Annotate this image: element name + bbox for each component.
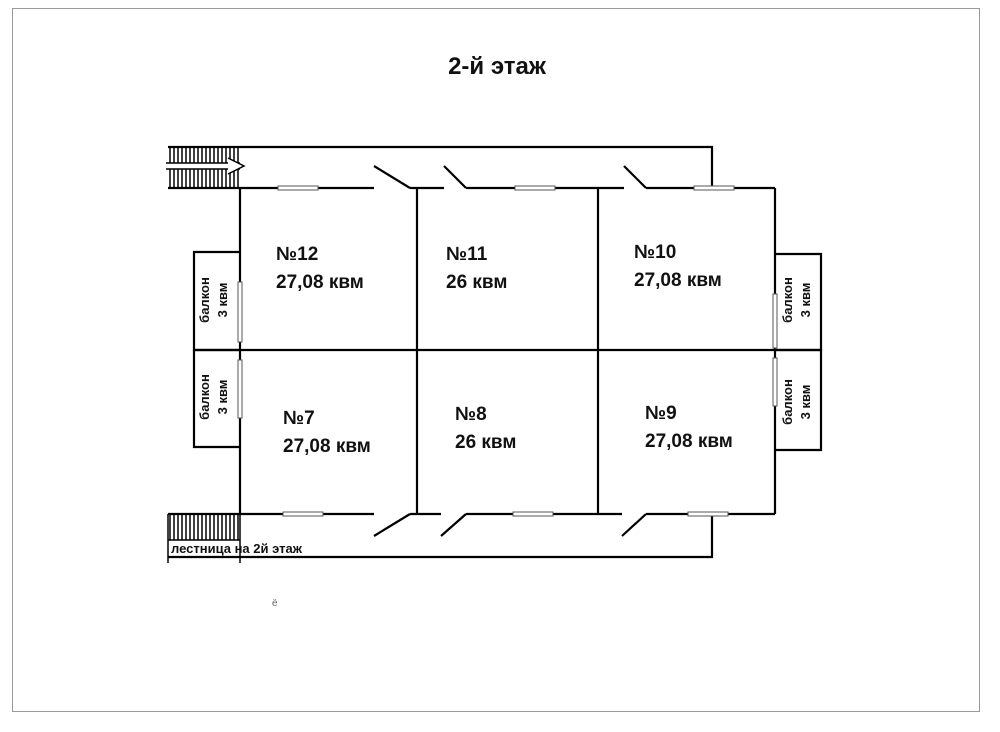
door-bottom-3 (621, 513, 647, 537)
room-8-number: №8 (455, 404, 487, 425)
room-9-area: 27,08 квм (645, 431, 733, 452)
stair-label: лестница на 2й этаж (171, 541, 303, 556)
balcony-right-upper-name: балкон (780, 277, 795, 323)
door-top-3 (623, 165, 647, 189)
window-bottom-3 (687, 511, 729, 517)
balcony-left-lower-name: балкон (197, 374, 212, 420)
corridor-bottom-line (240, 514, 714, 559)
room-12-number: №12 (276, 244, 318, 265)
room-8-area: 26 квм (455, 432, 516, 453)
balcony-right-upper-area: 3 квм (798, 283, 813, 318)
door-bottom-1 (373, 513, 411, 537)
window-right-lower (772, 357, 778, 407)
window-bottom-2 (512, 511, 554, 517)
window-top-3 (693, 185, 735, 191)
room-12-area: 27,08 квм (276, 272, 364, 293)
window-left-lower (237, 359, 243, 419)
room-10-number: №10 (634, 242, 676, 263)
balcony-right-lower-outline (775, 348, 823, 452)
window-left-upper (237, 281, 243, 343)
balcony-left-lower-area: 3 квм (215, 380, 230, 415)
balcony-left-upper-name: балкон (197, 277, 212, 323)
corridor-top-line (240, 145, 714, 188)
stair-arrow-icon (227, 157, 246, 175)
room-7-number: №7 (283, 408, 315, 429)
balcony-right-lower-name: балкон (780, 379, 795, 425)
balcony-left-lower-outline (192, 348, 240, 449)
door-bottom-2 (440, 513, 467, 537)
balcony-right-lower-area: 3 квм (798, 385, 813, 420)
room-9-number: №9 (645, 403, 677, 424)
door-top-1 (373, 165, 411, 189)
floor-title: 2-й этаж (448, 53, 546, 80)
window-top-2 (514, 185, 556, 191)
stray-mark: ё (272, 598, 278, 609)
window-right-upper (772, 293, 778, 349)
balcony-left-upper-area: 3 квм (215, 283, 230, 318)
window-bottom-1 (282, 511, 324, 517)
room-7-area: 27,08 квм (283, 436, 371, 457)
page-frame: 2-й этаж (12, 8, 980, 712)
room-11-area: 26 квм (446, 272, 507, 293)
window-top-1 (277, 185, 319, 191)
door-top-2 (443, 165, 467, 189)
stairs-bottom (167, 514, 241, 563)
room-10-area: 27,08 квм (634, 270, 722, 291)
room-11-number: №11 (446, 244, 488, 265)
stairs-top (166, 147, 240, 188)
